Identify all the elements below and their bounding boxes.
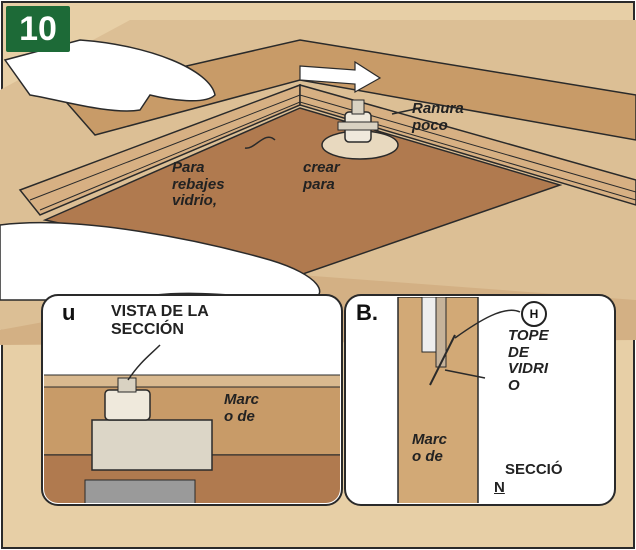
inset-b-illustration bbox=[397, 297, 521, 503]
rabbet-leader-line bbox=[244, 136, 276, 149]
rabbet-right-label: crear para bbox=[303, 159, 340, 193]
inset-a-frame-label: Marc o de bbox=[224, 391, 260, 425]
inset-a-title: VISTA DE LA SECCIÓN bbox=[111, 303, 209, 338]
section-label: SECCIÓ bbox=[505, 461, 563, 478]
feed-direction-arrow bbox=[299, 60, 382, 94]
inset-a-illustration bbox=[44, 344, 340, 503]
section-label-2: N bbox=[494, 479, 505, 496]
h-marker-icon: H bbox=[521, 301, 547, 327]
inset-b-frame-label: Marc o de bbox=[412, 431, 448, 465]
rabbet-line-2 bbox=[39, 101, 636, 211]
inset-b-letter: B. bbox=[356, 300, 378, 325]
slot-leader-line bbox=[391, 107, 421, 115]
glass-stop-label: TOPE DE VIDRI O bbox=[508, 327, 549, 394]
frame-rail-top bbox=[58, 39, 636, 141]
inset-a-letter: u bbox=[62, 300, 76, 325]
top-hand bbox=[3, 39, 216, 112]
slot-label: Ranura poco bbox=[412, 100, 464, 134]
inset-b-panel bbox=[344, 294, 616, 506]
rabbet-line bbox=[29, 94, 636, 201]
router-bit bbox=[337, 99, 379, 143]
step-number-badge: 10 bbox=[6, 6, 70, 52]
rabbet-left-label: Para rebajes vidrio, bbox=[172, 159, 225, 209]
bottom-hand bbox=[0, 222, 321, 301]
